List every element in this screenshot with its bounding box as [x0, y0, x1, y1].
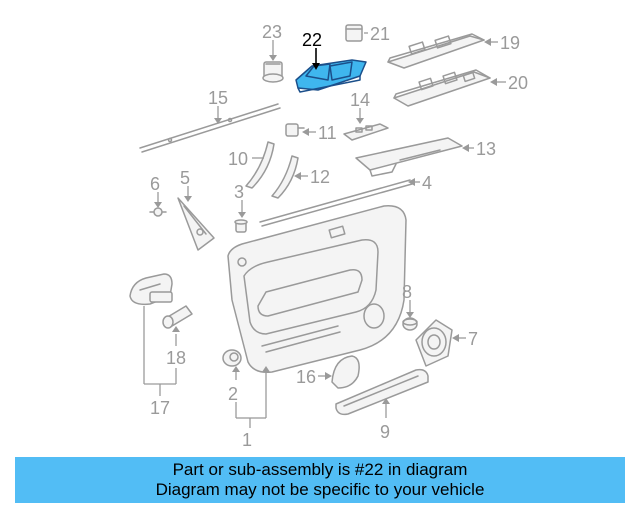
- callout-13: 13: [476, 139, 496, 159]
- callout-1: 1: [242, 430, 252, 450]
- part-11-shape: [285, 123, 305, 137]
- part-1-door-panel-shape: [227, 205, 407, 374]
- part-17-shape: [129, 273, 173, 306]
- info-banner: Part or sub-assembly is #22 in diagram D…: [15, 457, 625, 503]
- part-7-speaker-shape: [415, 319, 453, 367]
- callout-11: 11: [318, 123, 337, 143]
- callout-8: 8: [402, 282, 412, 302]
- banner-line-part-info: Part or sub-assembly is #22 in diagram: [172, 460, 468, 479]
- part-19-shape: [387, 33, 485, 69]
- callout-10: 10: [228, 149, 248, 169]
- part-14-shape: [343, 123, 389, 141]
- part-10-shape: [245, 141, 275, 189]
- part-12-shape: [271, 155, 299, 199]
- callout-15: 15: [208, 88, 228, 108]
- callout-16: 16: [296, 367, 316, 387]
- part-4-shape: [259, 179, 413, 227]
- callout-18: 18: [166, 348, 186, 368]
- callout-23: 23: [262, 22, 282, 42]
- part-2-shape: [222, 349, 242, 367]
- callout-22: 22: [302, 30, 322, 50]
- callout-12: 12: [310, 167, 330, 187]
- callout-17: 17: [150, 398, 170, 418]
- part-21-shape: [345, 24, 363, 42]
- banner-line-disclaimer: Diagram may not be specific to your vehi…: [155, 480, 485, 499]
- callout-14: 14: [350, 90, 370, 110]
- part-13-shape: [355, 137, 463, 177]
- part-9-shape: [335, 368, 429, 416]
- part-15-shape: [139, 103, 281, 153]
- part-18-shape: [162, 305, 193, 329]
- part-16-shape: [331, 355, 360, 389]
- part-5-shape: [177, 197, 215, 251]
- callout-7: 7: [468, 329, 478, 349]
- callout-19: 19: [500, 33, 520, 53]
- callout-2: 2: [228, 384, 238, 404]
- callout-21: 21: [370, 24, 390, 44]
- callout-3: 3: [234, 182, 244, 202]
- callout-6: 6: [150, 174, 160, 194]
- part-3-shape: [234, 219, 248, 233]
- callout-20: 20: [508, 73, 528, 93]
- part-22-highlighted-shape: [295, 59, 367, 93]
- callout-5: 5: [180, 168, 190, 188]
- part-20-shape: [393, 69, 491, 107]
- part-6-shape: [149, 207, 167, 217]
- part-8-shape: [402, 317, 418, 331]
- part-23-shape: [262, 61, 284, 83]
- callout-9: 9: [380, 422, 390, 442]
- callout-4: 4: [422, 173, 432, 193]
